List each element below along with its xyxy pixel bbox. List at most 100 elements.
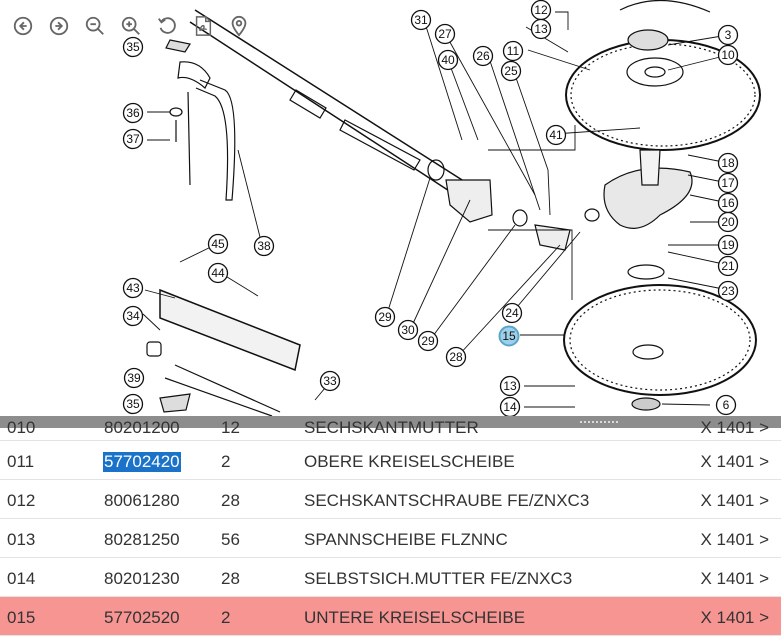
callout-label: 20: [721, 215, 735, 229]
callout-label: 18: [721, 156, 735, 170]
callout-36[interactable]: 36: [122, 102, 144, 124]
callout-16[interactable]: 16: [717, 192, 739, 214]
callout-18[interactable]: 18: [717, 152, 739, 174]
arrow-left-circle-icon[interactable]: [8, 12, 38, 40]
assembly-link[interactable]: X 1401 >: [700, 608, 769, 627]
callout-35[interactable]: 35: [122, 393, 144, 415]
callout-13[interactable]: 13: [530, 18, 552, 40]
parts-table: 010 80201200 12 SECHSKANTMUTTER X 1401 >…: [0, 418, 781, 636]
table-row[interactable]: 010 80201200 12 SECHSKANTMUTTER X 1401 >: [0, 418, 781, 441]
callout-15[interactable]: 15: [498, 325, 520, 347]
assembly-link[interactable]: X 1401 >: [700, 418, 769, 437]
callout-label: 31: [414, 13, 428, 27]
assembly-link[interactable]: X 1401 >: [700, 530, 769, 549]
callout-28[interactable]: 28: [445, 346, 467, 368]
callout-label: 13: [534, 22, 548, 36]
callout-25[interactable]: 25: [500, 60, 522, 82]
article-number-cell[interactable]: 57702420: [103, 452, 181, 472]
callout-34[interactable]: 34: [122, 305, 144, 327]
callout-35[interactable]: 35: [122, 36, 144, 58]
callout-14[interactable]: 14: [499, 396, 521, 418]
callout-11[interactable]: 11: [502, 40, 524, 62]
viewer-toolbar: [8, 12, 254, 40]
callout-23[interactable]: 23: [717, 280, 739, 302]
callout-label: 39: [127, 371, 141, 385]
parts-drawing-viewer[interactable]: 12 13 11 25 26 27 31 40 3 10 41 18 17 16 20 19 21 23 24 15 1…: [0, 0, 781, 418]
callout-21[interactable]: 21: [717, 255, 739, 277]
description-cell: SELBSTSICH.MUTTER FE/ZNXC3: [304, 569, 573, 588]
map-pin-icon[interactable]: [224, 12, 254, 40]
quantity-cell: 28: [221, 491, 240, 510]
callout-label: 29: [421, 334, 435, 348]
position-cell: 013: [7, 530, 36, 549]
callout-label: 15: [502, 329, 516, 343]
zoom-in-icon[interactable]: [116, 12, 146, 40]
table-row[interactable]: 014 80201230 28 SELBSTSICH.MUTTER FE/ZNX…: [0, 558, 781, 597]
table-row[interactable]: 012 80061280 28 SECHSKANTSCHRAUBE FE/ZNX…: [0, 480, 781, 519]
callout-39[interactable]: 39: [123, 367, 145, 389]
callout-label: 26: [476, 49, 490, 63]
callout-12[interactable]: 12: [530, 0, 552, 21]
callout-label: 27: [438, 27, 452, 41]
callout-40[interactable]: 40: [437, 49, 459, 71]
callout-24[interactable]: 24: [501, 302, 523, 324]
table-row[interactable]: 011 57702420 2 OBERE KREISELSCHEIBE X 14…: [0, 441, 781, 480]
callout-19[interactable]: 19: [717, 234, 739, 256]
callout-label: 29: [378, 310, 392, 324]
article-number-cell: 80201230: [104, 569, 180, 588]
callout-27[interactable]: 27: [434, 23, 456, 45]
article-number-cell: 80281250: [104, 530, 180, 549]
callout-20[interactable]: 20: [717, 211, 739, 233]
callout-13[interactable]: 13: [499, 375, 521, 397]
callout-31[interactable]: 31: [410, 9, 432, 31]
callout-label: 40: [441, 53, 455, 67]
pane-splitter[interactable]: [0, 416, 781, 428]
quantity-cell: 12: [221, 418, 240, 437]
callout-label: 35: [126, 40, 140, 54]
callout-29[interactable]: 29: [417, 330, 439, 352]
callout-label: 25: [504, 64, 518, 78]
arrow-right-circle-icon[interactable]: [44, 12, 74, 40]
callout-3[interactable]: 3: [717, 24, 739, 46]
callout-10[interactable]: 10: [717, 44, 739, 66]
rotate-icon[interactable]: [152, 12, 182, 40]
table-row[interactable]: 013 80281250 56 SPANNSCHEIBE FLZNNC X 14…: [0, 519, 781, 558]
callout-33[interactable]: 33: [319, 370, 341, 392]
callout-41[interactable]: 41: [545, 124, 567, 146]
callout-37[interactable]: 37: [122, 128, 144, 150]
callout-label: 14: [503, 400, 517, 414]
drawing-callouts: 12 13 11 25 26 27 31 40 3 10 41 18 17 16 20 19 21 23 24 15 1…: [122, 0, 739, 418]
callout-label: 19: [721, 238, 735, 252]
callout-label: 6: [723, 398, 730, 412]
drag-handle-icon[interactable]: [579, 420, 619, 425]
assembly-link[interactable]: X 1401 >: [700, 569, 769, 588]
pdf-icon[interactable]: [188, 12, 218, 40]
callout-45[interactable]: 45: [207, 233, 229, 255]
quantity-cell: 2: [221, 608, 231, 627]
callout-44[interactable]: 44: [207, 262, 229, 284]
assembly-link[interactable]: X 1401 >: [700, 452, 769, 471]
position-cell: 012: [7, 491, 36, 510]
callout-label: 3: [725, 28, 732, 42]
callout-label: 16: [721, 196, 735, 210]
assembly-link[interactable]: X 1401 >: [700, 491, 769, 510]
callout-17[interactable]: 17: [717, 172, 739, 194]
table-row-selected[interactable]: 015 57702520 2 UNTERE KREISELSCHEIBE X 1…: [0, 597, 781, 636]
callout-label: 13: [503, 379, 517, 393]
callout-label: 12: [534, 3, 548, 17]
callout-26[interactable]: 26: [472, 45, 494, 67]
callout-label: 24: [505, 306, 519, 320]
description-cell: SECHSKANTMUTTER: [304, 418, 479, 437]
quantity-cell: 56: [221, 530, 240, 549]
callout-label: 36: [126, 106, 140, 120]
callout-30[interactable]: 30: [397, 319, 419, 341]
callout-label: 44: [211, 266, 225, 280]
callout-6[interactable]: 6: [715, 394, 737, 416]
callout-29[interactable]: 29: [374, 306, 396, 328]
position-cell: 014: [7, 569, 36, 588]
callout-38[interactable]: 38: [253, 235, 275, 257]
callout-43[interactable]: 43: [122, 277, 144, 299]
callout-label: 28: [449, 350, 463, 364]
callout-label: 45: [211, 237, 225, 251]
zoom-out-icon[interactable]: [80, 12, 110, 40]
